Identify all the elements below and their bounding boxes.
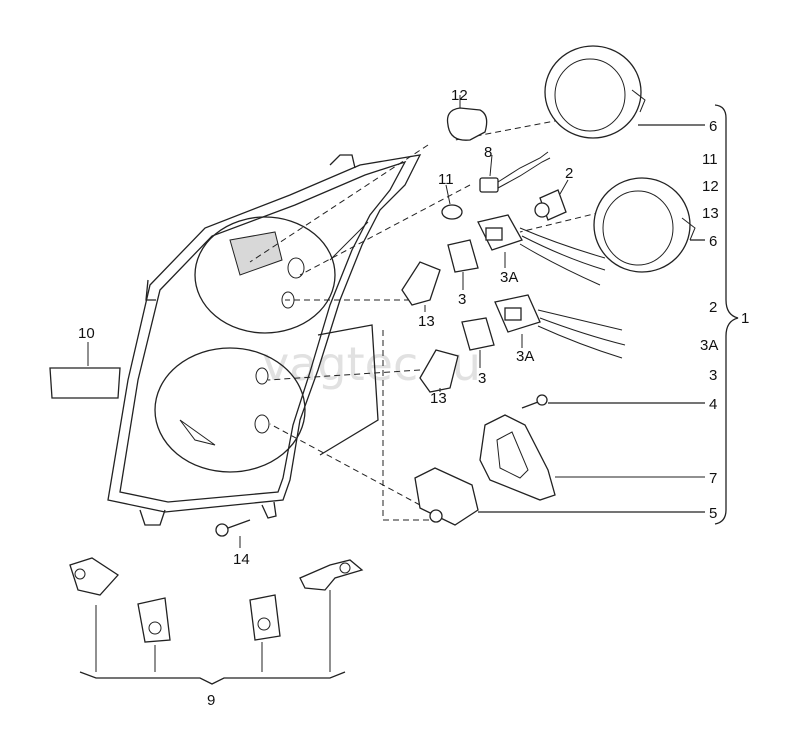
- part-13-bulb-upper: [401, 261, 441, 312]
- part-9-brackets: [69, 557, 364, 685]
- label-3-upper: 3: [458, 291, 466, 308]
- part-5-motor: [414, 467, 705, 526]
- label-10: 10: [78, 325, 95, 342]
- group-item-4: 4: [709, 396, 717, 413]
- part-3A-lower: [494, 294, 626, 359]
- group-item-3A: 3A: [700, 337, 718, 354]
- group-item-5: 5: [709, 505, 717, 522]
- part-11-bulb: [441, 184, 463, 220]
- label-1: 1: [741, 310, 749, 327]
- group-item-13: 13: [702, 205, 719, 222]
- part-2-socket: [534, 179, 569, 221]
- group-item-6b: 6: [709, 233, 717, 250]
- label-8: 8: [484, 144, 492, 161]
- label-9: 9: [207, 692, 215, 709]
- part-3A-upper: [477, 214, 606, 286]
- part-7-gasket: [479, 414, 705, 501]
- label-3-lower: 3: [478, 370, 486, 387]
- label-12: 12: [451, 87, 468, 104]
- label-11: 11: [438, 171, 454, 188]
- group-item-3: 3: [709, 367, 717, 384]
- label-13-lower: 13: [430, 390, 447, 407]
- part-14-bolt: [215, 519, 251, 548]
- part-8-socket: [479, 151, 551, 193]
- headlight-housing: [107, 154, 422, 526]
- label-3A-upper: 3A: [500, 269, 518, 286]
- part-4-screw: [521, 394, 705, 409]
- label-14: 14: [233, 551, 250, 568]
- label-2: 2: [565, 165, 573, 182]
- part-6-cap-upper: [544, 45, 705, 139]
- part-6-cap-lower: [593, 177, 705, 273]
- callout-labels: 12 8 2 11 3A 3 13 10 3A 3 13 14 9 1 6 11…: [78, 87, 749, 709]
- label-3A-lower: 3A: [516, 348, 534, 365]
- group-item-11: 11: [702, 151, 718, 168]
- label-13-upper: 13: [418, 313, 435, 330]
- part-3-retainer-upper: [447, 239, 479, 290]
- group-item-6a: 6: [709, 118, 717, 135]
- part-13-bulb-lower: [419, 349, 459, 393]
- part-10-reflector: [49, 342, 121, 399]
- group-item-2: 2: [709, 299, 717, 316]
- group-item-7: 7: [709, 470, 717, 487]
- group-brace: [714, 104, 739, 525]
- part-3-retainer-lower: [461, 317, 495, 368]
- part-12-bulb: [446, 95, 488, 141]
- group-item-12: 12: [702, 178, 719, 195]
